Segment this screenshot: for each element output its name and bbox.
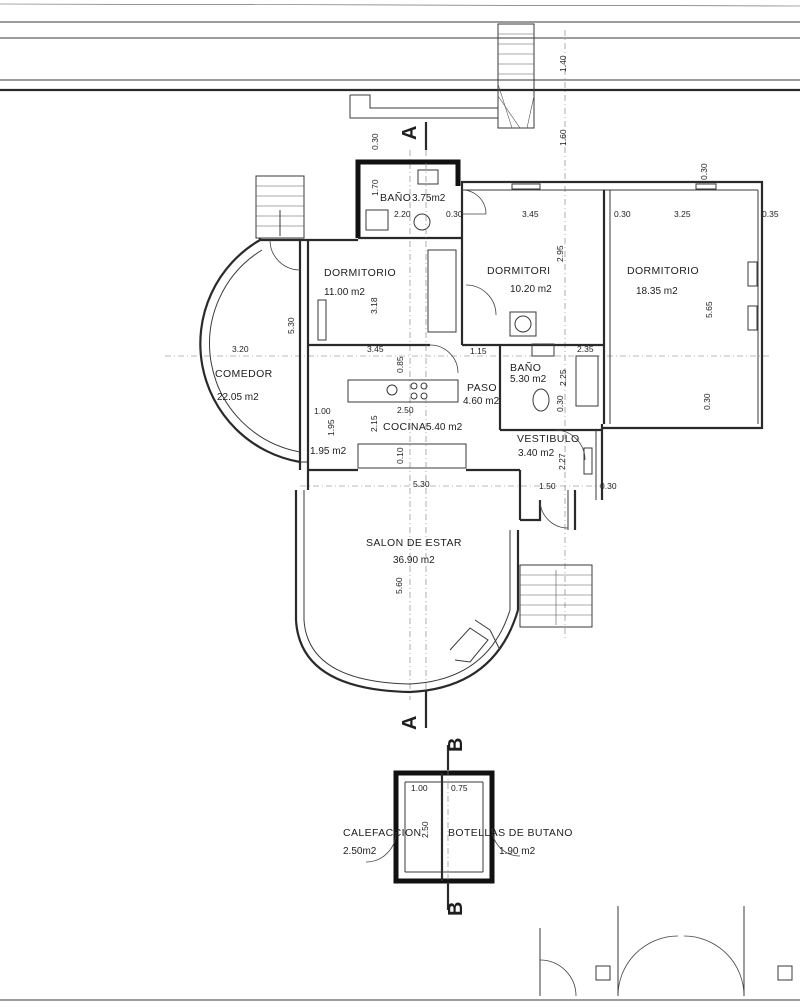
dimension-label: 3.18 bbox=[369, 297, 379, 314]
room-area-dormitorio-3: 18.35 m2 bbox=[636, 286, 678, 297]
dimension-label: 5.60 bbox=[394, 577, 404, 594]
section-mark-a: A bbox=[399, 716, 421, 730]
dimension-label: 0.85 bbox=[395, 356, 405, 373]
entrance-stair bbox=[519, 564, 593, 628]
room-name-bano-mid: BAÑO bbox=[510, 361, 541, 374]
building-walls bbox=[199, 159, 764, 694]
dimension-label: 1.15 bbox=[470, 346, 487, 356]
bottom-gate bbox=[0, 906, 800, 1001]
dimension-label: 0.30 bbox=[370, 133, 380, 150]
dimension-label: 1.40 bbox=[558, 55, 568, 72]
dimension-label: 2.27 bbox=[557, 453, 567, 470]
left-stair bbox=[255, 175, 305, 239]
windows bbox=[511, 183, 758, 475]
dimension-label: 0.30 bbox=[600, 481, 617, 491]
section-mark-b: B bbox=[445, 902, 467, 916]
room-area-dormitorio-1: 11.00 m2 bbox=[324, 287, 365, 298]
room-area-vestibulo: 3.40 m2 bbox=[518, 448, 555, 459]
room-area-despensa: 1.95 m2 bbox=[310, 446, 347, 457]
outbuilding bbox=[365, 770, 521, 884]
dimension-label: 2.95 bbox=[555, 245, 565, 262]
dimension-label: 2.15 bbox=[369, 415, 379, 432]
dimension-label: 0.75 bbox=[451, 783, 468, 793]
section-mark-a: A bbox=[399, 126, 421, 140]
dimension-label: 1.70 bbox=[370, 179, 380, 196]
room-name-dormitorio-1: DORMITORIO bbox=[324, 267, 396, 279]
room-area-cocina: 5.40 m2 bbox=[426, 422, 463, 433]
dimension-label: 0.30 bbox=[555, 395, 565, 412]
dimension-label: 5.30 bbox=[413, 479, 430, 489]
doors bbox=[269, 189, 586, 529]
dimension-label: 2.20 bbox=[394, 209, 411, 219]
dimension-label: 1.00 bbox=[314, 406, 331, 416]
dimension-label: 0.35 bbox=[762, 209, 779, 219]
dimension-label: 3.45 bbox=[522, 209, 539, 219]
dimension-label: 1.95 bbox=[326, 419, 336, 436]
room-name-cocina: COCINA bbox=[383, 421, 426, 433]
room-name-paso: PASO bbox=[467, 382, 497, 394]
room-name-dormitorio-2: DORMITORI bbox=[487, 265, 551, 277]
dimension-label: 3.20 bbox=[232, 344, 249, 354]
dimension-label: 0.10 bbox=[395, 447, 405, 464]
dimension-label: 3.45 bbox=[367, 344, 384, 354]
room-area-salon: 36.90 m2 bbox=[393, 555, 435, 566]
room-area-bano-mid: 5.30 m2 bbox=[510, 374, 547, 385]
boundary-lines bbox=[0, 3, 800, 92]
room-name-butano: BOTELLAS DE BUTANO bbox=[448, 827, 573, 839]
dimension-label: 0.30 bbox=[702, 393, 712, 410]
dimension-label: 2.25 bbox=[558, 369, 568, 386]
dimension-label: 3.25 bbox=[674, 209, 691, 219]
room-name-calefaccion: CALEFACCION bbox=[343, 827, 422, 839]
section-mark-b: B bbox=[445, 738, 467, 752]
dimension-label: 5.65 bbox=[704, 301, 714, 318]
room-name-vestibulo: VESTIBULO bbox=[517, 433, 580, 445]
dimension-label: 1.00 bbox=[411, 783, 428, 793]
dimension-label: 1.50 bbox=[539, 481, 556, 491]
dimension-label: 2.35 bbox=[577, 344, 594, 354]
dimension-label: 0.30 bbox=[614, 209, 631, 219]
room-name-bano-top: BAÑO bbox=[380, 191, 411, 204]
room-area-calefaccion: 2.50m2 bbox=[343, 846, 377, 857]
room-area-butano: 1.90 m2 bbox=[499, 846, 536, 857]
room-area-bano-top: 3.75m2 bbox=[412, 193, 446, 204]
dimension-label: 2.50 bbox=[397, 405, 414, 415]
room-area-paso: 4.60 m2 bbox=[463, 396, 500, 407]
room-name-comedor: COMEDOR bbox=[215, 368, 273, 380]
dimension-label: 0.30 bbox=[699, 163, 709, 180]
room-name-salon: SALON DE ESTAR bbox=[366, 537, 462, 549]
room-area-dormitorio-2: 10.20 m2 bbox=[510, 284, 552, 295]
section-cuts bbox=[424, 122, 450, 910]
dimension-label: 2.50 bbox=[420, 821, 430, 838]
dimension-label: 0.30 bbox=[446, 209, 463, 219]
room-name-dormitorio-3: DORMITORIO bbox=[627, 265, 699, 277]
dimension-label: 5.30 bbox=[286, 317, 296, 334]
room-area-comedor: 22.05 m2 bbox=[217, 392, 259, 403]
top-stair bbox=[349, 23, 535, 129]
fixtures bbox=[317, 169, 599, 412]
dimension-label: 1.60 bbox=[558, 129, 568, 146]
